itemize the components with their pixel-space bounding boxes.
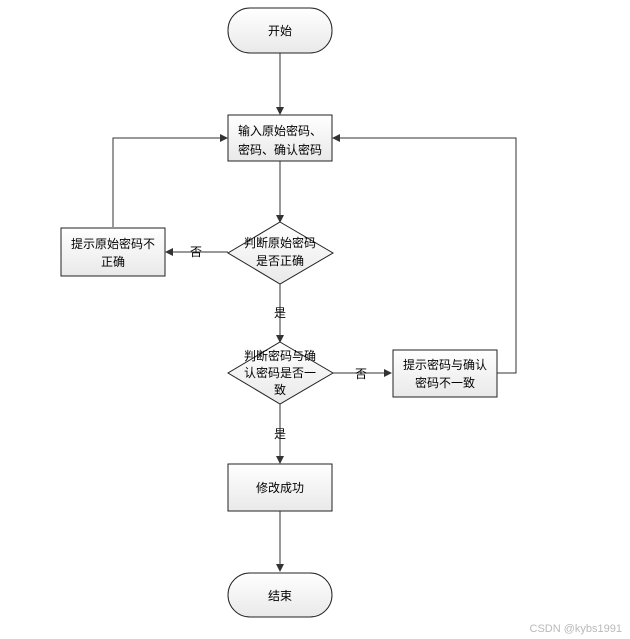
check-match-line-3: 致: [274, 383, 286, 397]
input-label-line-2: 密码、确认密码: [238, 142, 322, 157]
edge-label-match-yes: 是: [274, 427, 286, 441]
edge-label-match-no: 否: [355, 367, 367, 381]
start-label: 开始: [268, 24, 292, 38]
success-process: [227, 463, 333, 512]
check-original-decision: [227, 221, 334, 285]
input-label-line-1: 输入原始密码、: [238, 123, 322, 138]
end-terminal: [227, 572, 333, 618]
check-original-line-1: 判断原始密码: [244, 235, 316, 250]
watermark: CSDN @kybs1991: [529, 623, 622, 635]
error-original-line-2: 正确: [101, 255, 125, 269]
check-match-line-2: 认密码是否一: [244, 365, 316, 380]
edge-label-original-yes: 是: [274, 306, 286, 320]
end-label: 结束: [268, 589, 292, 603]
check-original-line-2: 是否正确: [256, 254, 304, 268]
check-match-decision: [227, 341, 334, 405]
start-terminal: [227, 7, 333, 54]
edge-error-original-back: [112, 134, 228, 227]
edge-label-original-no: 否: [190, 245, 202, 259]
success-label: 修改成功: [256, 480, 304, 495]
input-process: [227, 114, 333, 162]
error-mismatch-process: [392, 349, 498, 398]
error-original-process: [60, 227, 166, 277]
error-original-line-1: 提示原始密码不: [71, 236, 155, 251]
edge-error-mismatch-back: [332, 134, 517, 374]
check-match-line-1: 判断密码与确: [244, 348, 316, 363]
error-mismatch-line-1: 提示密码与确认: [403, 357, 487, 372]
error-mismatch-line-2: 密码不一致: [415, 375, 475, 390]
